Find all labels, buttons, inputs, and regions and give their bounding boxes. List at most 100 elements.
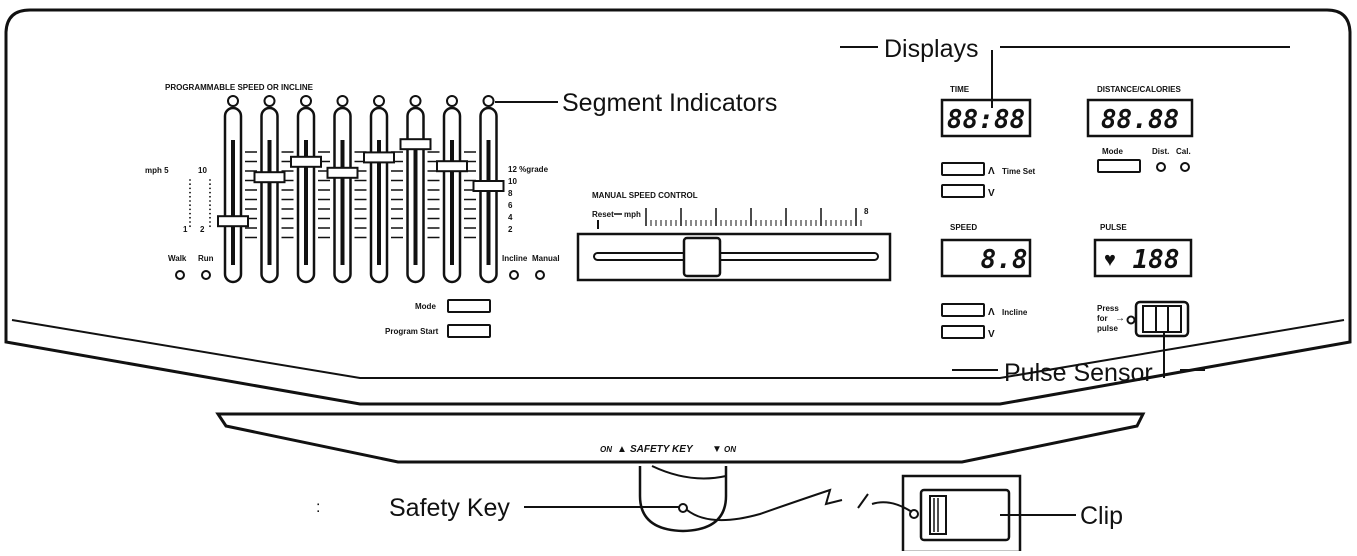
segment-indicators-callout: Segment Indicators [562,89,777,117]
distance-display [1086,98,1194,138]
scale-left-dots [189,179,211,228]
slider-slot-2 [267,140,272,265]
scale-dot [209,179,211,181]
scale-dot [189,212,191,215]
dist-indicator-led [1156,162,1166,172]
displays-callout: Displays [884,35,978,63]
scale-dot [209,216,211,219]
pulse-sensor-dot [1126,315,1136,325]
arrow-right-icon: → [1115,313,1125,324]
incline-up-button[interactable] [941,303,985,317]
cal-label: Cal. [1176,147,1191,156]
clip-callout: Clip [1080,502,1123,530]
scale-dot [189,183,191,186]
distance-calories-label: DISTANCE/CALORIES [1097,85,1182,94]
manual-scale-ticks [645,208,862,226]
arrow-up-icon-incline: Λ [988,307,995,318]
pulse-sensor[interactable] [1134,300,1190,338]
mode-right-button[interactable] [1097,159,1141,173]
scale-dot [209,200,211,202]
distance-display-value: 88.88 [1101,105,1179,135]
clip-hole [909,509,919,519]
console-inner-curve [11,319,1345,379]
scale-dot [189,208,191,211]
manual-speed-track [576,232,892,282]
slider-slot-3 [304,140,308,265]
scale-dot [189,179,191,181]
scale-dot [209,183,211,186]
speed-display [940,238,1032,278]
scale-dot [189,191,191,194]
slider-knob-2[interactable] [253,171,286,184]
slider-slot-4 [340,140,345,265]
clip-inner [929,495,947,535]
console-outline [4,8,1352,406]
stray-mark: : [316,499,320,516]
mode-button[interactable] [447,299,491,313]
manual-max-label: 8 [864,207,869,216]
on-right-label: ON [724,445,736,454]
scale-dot [209,225,211,228]
scale-dot [189,216,191,219]
incline-button-label: Incline [1002,308,1028,317]
slider-knob-1[interactable] [217,215,249,228]
slider-knob-7[interactable] [436,160,468,173]
slider-group [217,95,505,284]
scale-dot [209,212,211,215]
program-start-button[interactable] [447,324,491,338]
segment-indicator-led-8 [482,95,495,107]
slider-knob-8[interactable] [472,180,505,192]
scale-dot [209,187,211,190]
slider-knob-5[interactable] [363,151,395,164]
segment-indicator-led-6 [409,95,422,107]
arrow-down-icon: V [988,188,995,199]
time-down-button[interactable] [941,184,985,198]
press-label: Press [1097,304,1119,313]
safety-key-text: SAFETY KEY [630,444,694,455]
time-label: TIME [950,85,970,94]
dist-label: Dist. [1152,147,1169,156]
pulse-word-label: pulse [1097,324,1118,333]
pulse-sensor-inner [1142,305,1182,333]
for-label: for [1097,314,1108,323]
safety-key-cord-2 [857,493,913,513]
arrow-up-icon: Λ [988,166,995,177]
slider-knob-3[interactable] [290,155,322,168]
scale-left-top2: 10 [198,166,207,175]
scale-dot [189,225,191,228]
scale-right-3: 6 [508,201,513,210]
slider-slot-8 [486,140,491,265]
slider-slot-6 [413,140,418,265]
scale-right-0: 12 %grade [508,165,549,174]
program-start-label: Program Start [385,327,439,336]
safety-key-cord [686,488,843,522]
run-label: Run [198,254,214,263]
manual-speed-slot [593,252,879,261]
mode-right-label: Mode [1102,147,1123,156]
slider-knob-4[interactable] [326,166,359,179]
slider-knob-6[interactable] [399,138,432,151]
scale-dot [209,204,211,207]
scale-dot [209,195,211,198]
run-indicator-led [201,270,211,280]
speed-label: SPEED [950,223,977,232]
time-display [940,98,1032,138]
pulse-sensor-callout: Pulse Sensor [1004,359,1153,387]
safety-key-hole [678,503,688,513]
scale-dot [209,221,211,223]
on-left-label: ON [600,445,612,454]
manual-speed-knob[interactable] [682,236,722,278]
manual-label: Manual [532,254,560,263]
scale-right-5: 2 [508,225,513,234]
segment-indicator-led-5 [373,95,385,107]
segment-indicator-led-2 [263,95,276,107]
scale-left-bottom2: 2 [200,225,205,234]
safety-key-housing [638,466,728,533]
time-display-value: 88:88 [947,105,1025,135]
manual-speed-label: MANUAL SPEED CONTROL [592,191,698,200]
scale-dot [209,208,211,211]
incline-down-button[interactable] [941,325,985,339]
time-up-button[interactable] [941,162,985,176]
